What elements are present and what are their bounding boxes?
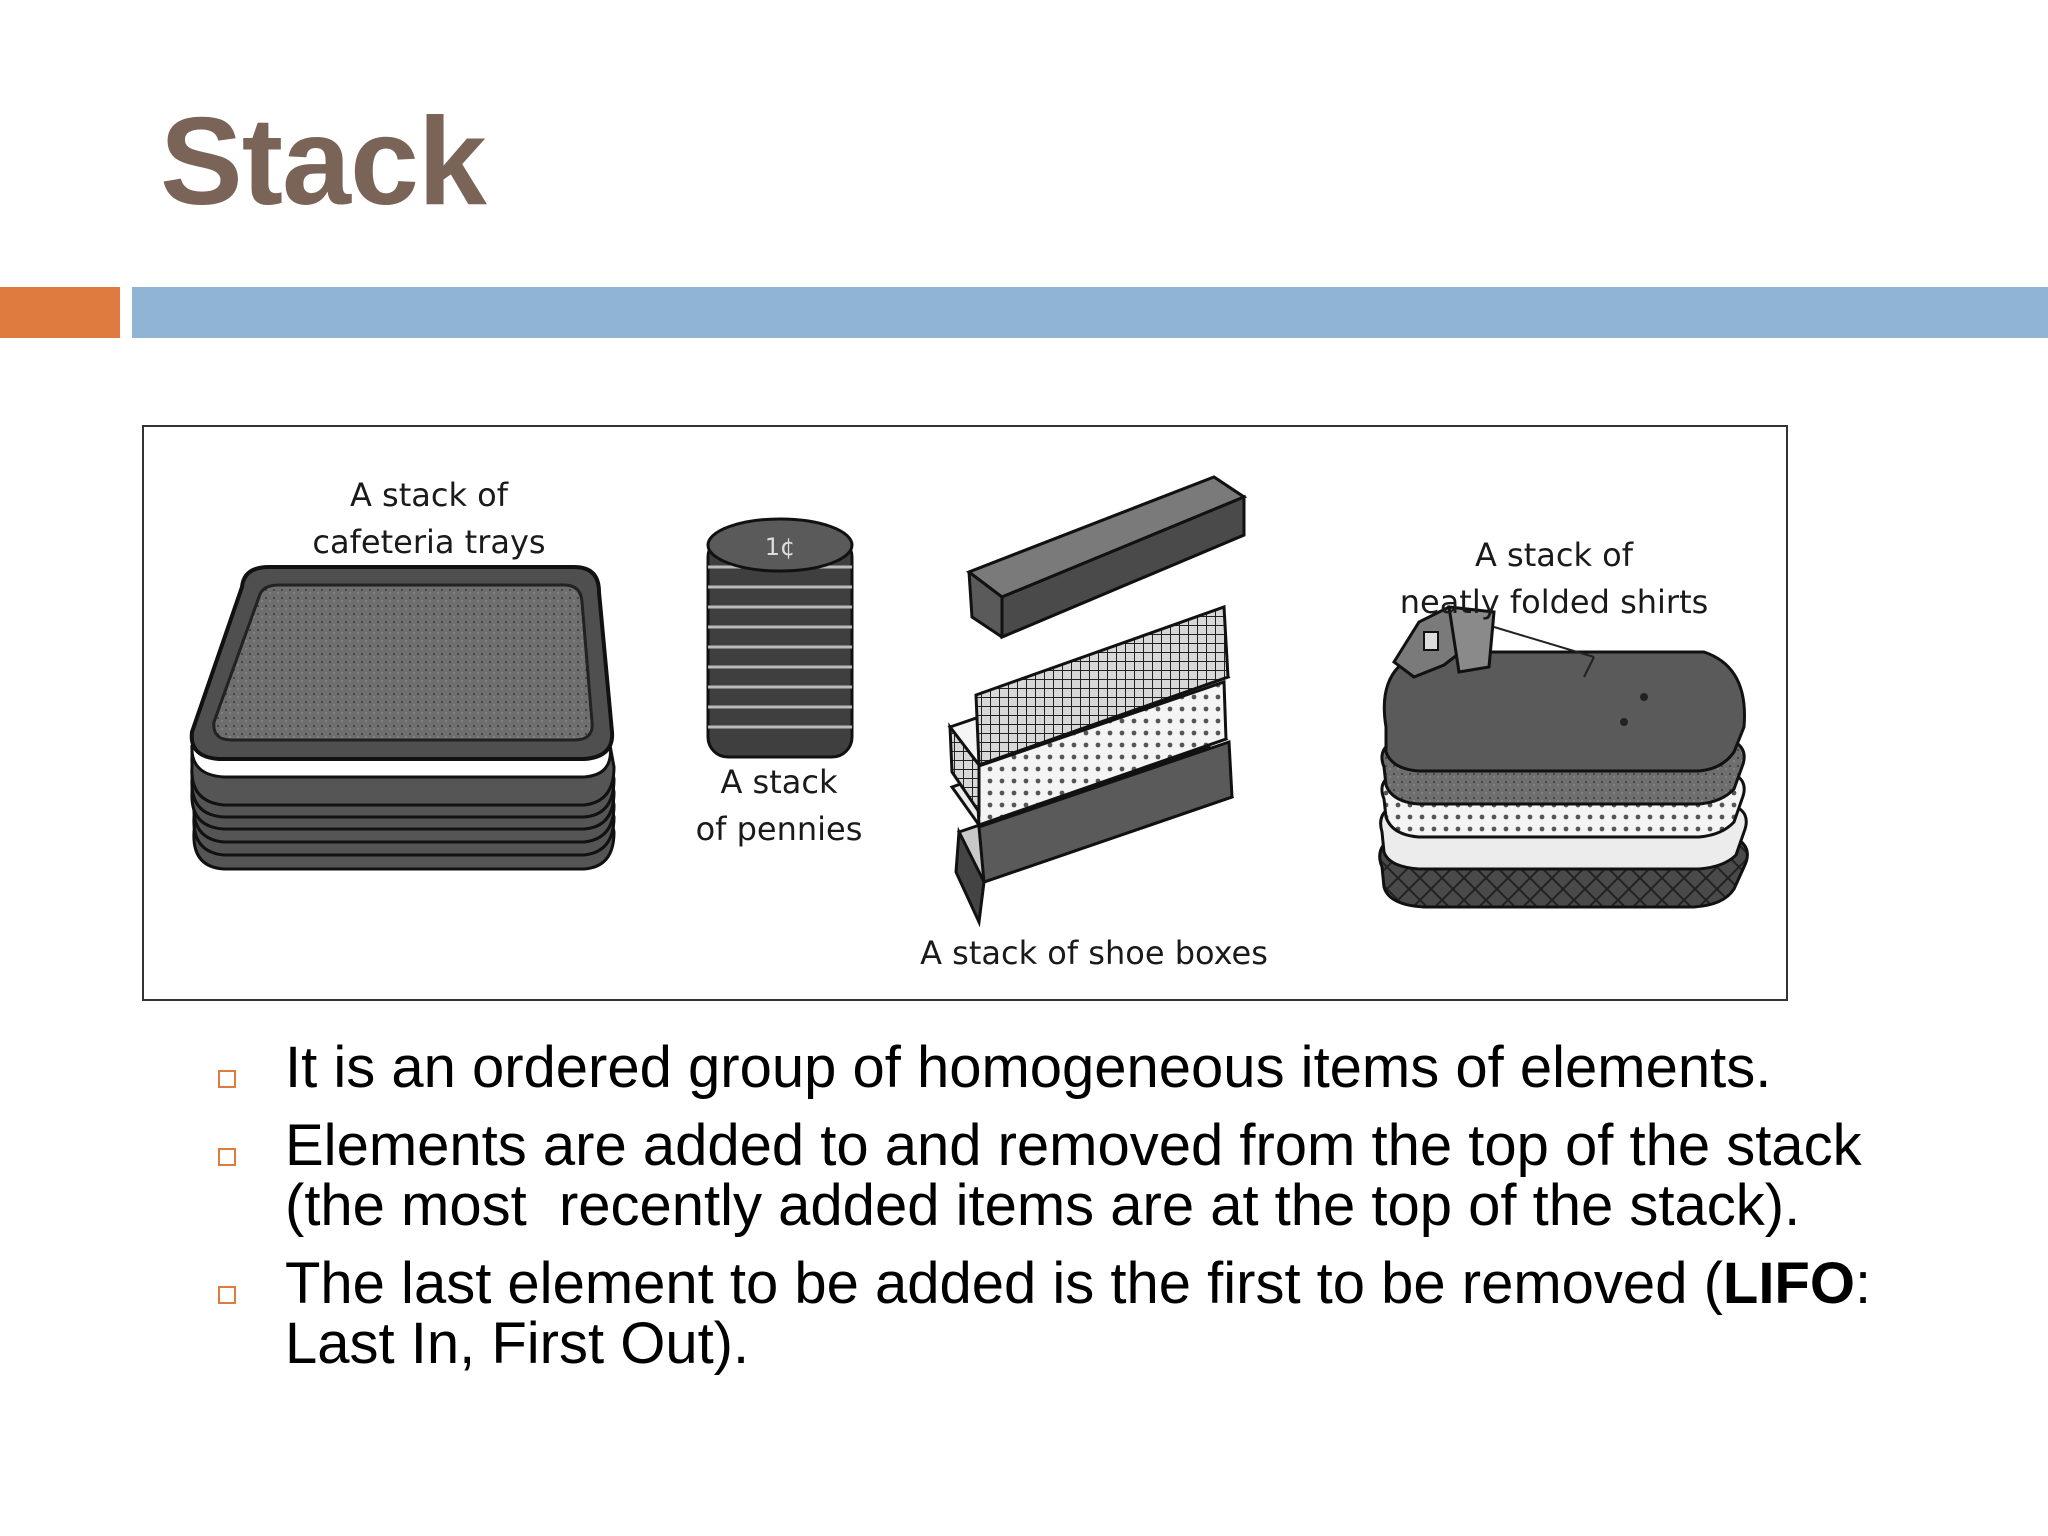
pennies-illustration: 1¢ [706, 517, 854, 759]
label-cafeteria-trays: A stack of cafeteria trays [312, 476, 546, 561]
list-item: The last element to be added is the firs… [210, 1254, 1910, 1374]
shoe-boxes-illustration [947, 475, 1248, 928]
stack-examples-figure: 1¢ [142, 425, 1788, 1001]
list-item: Elements are added to and removed from t… [210, 1116, 1910, 1236]
label-shoe-boxes: A stack of shoe boxes [920, 934, 1268, 972]
stack-illustrations: 1¢ [189, 475, 1749, 928]
lifo-term: LIFO [1722, 1251, 1855, 1316]
accent-bar-orange [0, 287, 120, 338]
accent-bar-blue [132, 287, 2048, 338]
bullet-list: It is an ordered group of homogeneous it… [210, 1038, 1910, 1392]
label-pennies: A stack of pennies [695, 763, 863, 848]
penny-mark: 1¢ [765, 533, 796, 561]
bullet-text: It is an ordered group of homogeneous it… [285, 1035, 1772, 1100]
square-bullet-icon [218, 1070, 236, 1088]
slide-title: Stack [160, 93, 487, 231]
square-bullet-icon [218, 1148, 236, 1166]
square-bullet-icon [218, 1286, 236, 1304]
bullet-text: The last element to be added is the firs… [285, 1251, 1872, 1376]
bullet-text: Elements are added to and removed from t… [285, 1113, 1878, 1238]
label-folded-shirts: A stack of neatly folded shirts [1399, 536, 1709, 621]
trays-illustration [189, 565, 616, 871]
list-item: It is an ordered group of homogeneous it… [210, 1038, 1910, 1098]
shirts-illustration [1378, 605, 1749, 909]
